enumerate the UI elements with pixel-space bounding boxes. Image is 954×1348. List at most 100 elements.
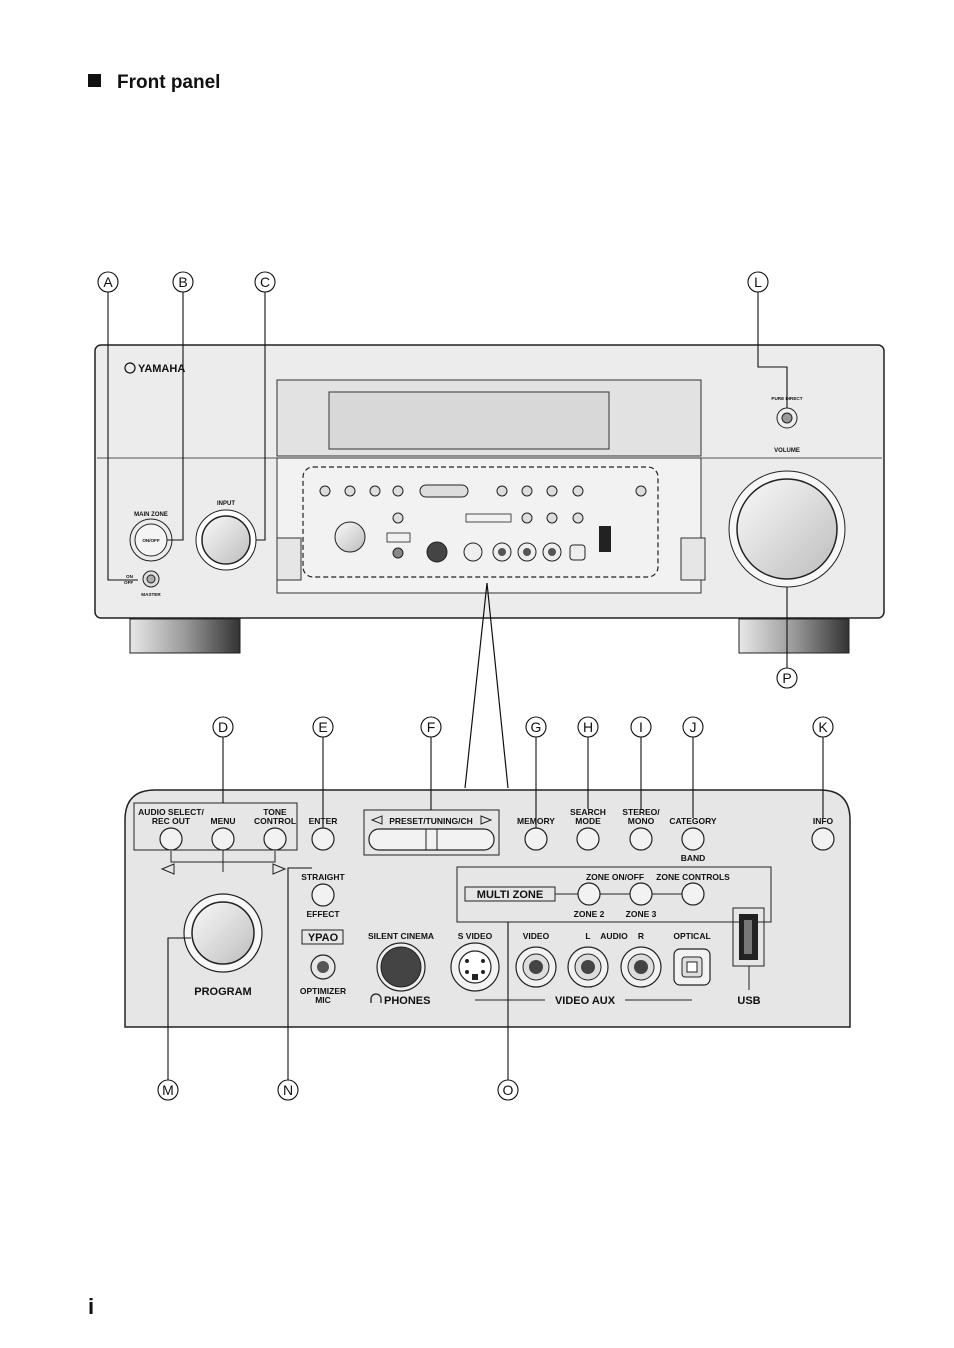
mini-memory-button[interactable]: [496, 485, 508, 497]
callout-circle-j: [682, 716, 704, 738]
door-panel-highlight: [302, 466, 659, 578]
callout-circle-b: [172, 271, 194, 293]
optical-jack-cover: [686, 961, 698, 973]
input-selector-knob[interactable]: [201, 515, 251, 565]
callout-circle-c: [254, 271, 276, 293]
callout-circle-o: [497, 1079, 519, 1101]
door-hinge-left: [276, 537, 302, 581]
audio-r-label: R: [638, 931, 644, 941]
mini-optimizer-mic-jack[interactable]: [392, 547, 404, 559]
brand-logo: YAMAHA: [138, 363, 185, 375]
mini-stereo-mono-button[interactable]: [546, 485, 558, 497]
mini-info-button[interactable]: [635, 485, 647, 497]
fl-display: [328, 391, 610, 450]
mini-enter-button[interactable]: [392, 485, 404, 497]
zone2-button[interactable]: [577, 882, 601, 906]
info-button[interactable]: [811, 827, 835, 851]
mini-zone-controls-button[interactable]: [572, 512, 584, 524]
leader-c: [256, 292, 266, 541]
callout-label-a: A: [103, 274, 113, 290]
mini-zone2-button[interactable]: [521, 512, 533, 524]
mini-straight-button[interactable]: [392, 512, 404, 524]
memory-button[interactable]: [524, 827, 548, 851]
callout-label-g: G: [531, 719, 542, 735]
mini-phones-jack[interactable]: [426, 541, 448, 563]
zone-controls-button[interactable]: [681, 882, 705, 906]
menu-button[interactable]: [211, 827, 235, 851]
callout-circle-i: [630, 716, 652, 738]
callout-circle-h: [577, 716, 599, 738]
stereo-mono-button[interactable]: [629, 827, 653, 851]
zone3-button[interactable]: [629, 882, 653, 906]
multi-zone-label: MULTI ZONE: [477, 889, 543, 901]
callout-label-e: E: [318, 719, 327, 735]
ypao-box: [301, 929, 344, 945]
volume-label: VOLUME: [774, 448, 800, 454]
yamaha-logo-icon: [124, 362, 136, 374]
tone-label-1: TONE: [263, 807, 287, 817]
mini-zone3-button[interactable]: [546, 512, 558, 524]
left-foot: [129, 618, 241, 654]
leader-m: [167, 937, 191, 1080]
right-arrow-icon: [272, 863, 287, 875]
mini-category-button[interactable]: [572, 485, 584, 497]
mini-usb-port[interactable]: [599, 526, 611, 552]
info-label: INFO: [813, 816, 834, 826]
svideo-pin-1: [465, 959, 469, 963]
enter-button[interactable]: [311, 827, 335, 851]
callout-circle-m: [157, 1079, 179, 1101]
mini-program-knob[interactable]: [334, 521, 366, 553]
phones-jack[interactable]: [380, 946, 422, 988]
mini-search-mode-button[interactable]: [521, 485, 533, 497]
audio-select-label-1: AUDIO SELECT/: [138, 807, 204, 817]
callout-circle-k: [812, 716, 834, 738]
optical-label: OPTICAL: [673, 931, 710, 941]
right-foot: [738, 618, 850, 654]
multi-zone-group: [456, 866, 772, 923]
section-title: Front panel: [88, 72, 220, 94]
leader-n: [287, 867, 312, 1080]
enlarged-panel: AUDIO SELECT/ REC OUT MENU TONE CONTROL …: [124, 789, 851, 1028]
zone-onoff-label: ZONE ON/OFF: [586, 872, 644, 882]
mini-preset-rocker[interactable]: [419, 484, 469, 498]
straight-effect-button[interactable]: [311, 883, 335, 907]
button-connector-lines: [170, 850, 276, 872]
silent-cinema-label: SILENT CINEMA: [368, 931, 434, 941]
preset-tuning-rocker[interactable]: [368, 828, 495, 851]
callout-label-p: P: [782, 670, 791, 686]
volume-knob[interactable]: [736, 478, 838, 580]
category-band-button[interactable]: [681, 827, 705, 851]
mini-audio-select-button[interactable]: [319, 485, 331, 497]
mini-multi-zone-box: [465, 513, 512, 523]
mini-menu-button[interactable]: [344, 485, 356, 497]
audio-select-rec-out-button[interactable]: [159, 827, 183, 851]
search-label-1: SEARCH: [570, 807, 606, 817]
menu-label: MENU: [210, 816, 235, 826]
callout-circle-l: [747, 271, 769, 293]
mini-optical-jack[interactable]: [569, 544, 586, 561]
zone-controls-label: ZONE CONTROLS: [656, 872, 730, 882]
optimizer-label-1: OPTIMIZER: [300, 986, 346, 996]
search-mode-button[interactable]: [576, 827, 600, 851]
on-off-label: ON/OFF: [142, 538, 160, 543]
enlarged-panel-body: [124, 789, 851, 1028]
program-knob[interactable]: [191, 901, 255, 965]
input-label: INPUT: [217, 501, 235, 507]
svideo-label: S VIDEO: [458, 931, 493, 941]
ypao-label: YPAO: [308, 932, 339, 944]
callout-circle-f: [420, 716, 442, 738]
straight-label: STRAIGHT: [301, 872, 345, 882]
callouts: [107, 292, 824, 1080]
mini-tone-control-button[interactable]: [369, 485, 381, 497]
callout-label-d: D: [218, 719, 228, 735]
audio-l-label: L: [585, 931, 590, 941]
usb-port-tongue: [744, 920, 752, 954]
tone-control-button[interactable]: [263, 827, 287, 851]
off-label: OFF: [124, 580, 133, 585]
audio-select-label-2: REC OUT: [152, 816, 191, 826]
section-title-text: Front panel: [117, 72, 221, 93]
leader-a: [107, 292, 138, 581]
mini-svideo-jack[interactable]: [463, 542, 483, 562]
callout-label-c: C: [260, 274, 270, 290]
